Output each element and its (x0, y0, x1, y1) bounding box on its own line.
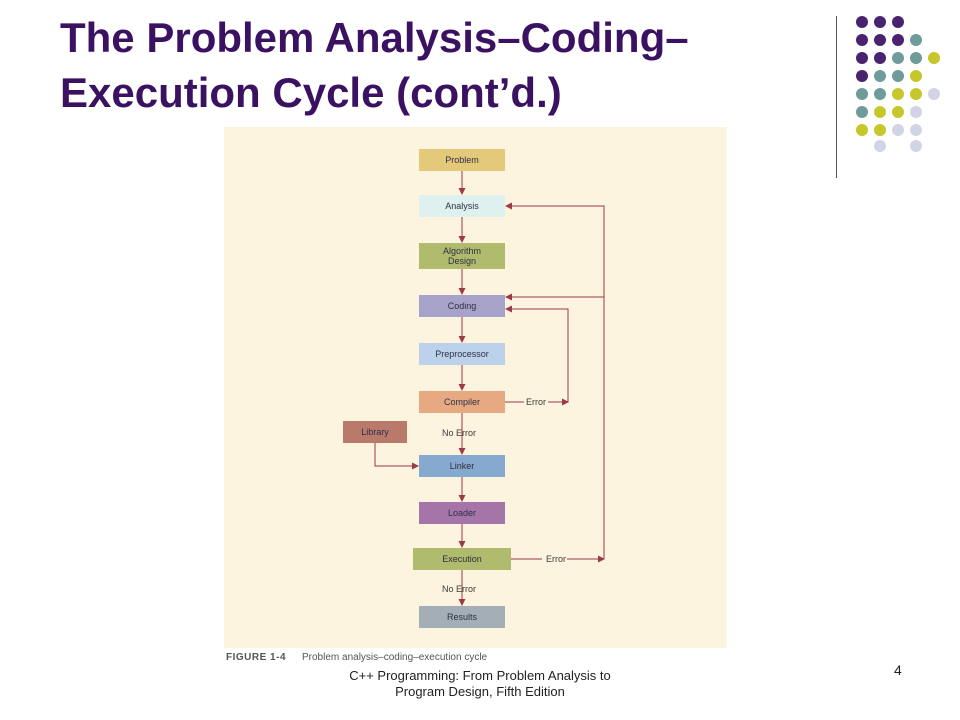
decor-dot (892, 88, 904, 100)
decor-dot (856, 70, 868, 82)
flow-node-label: Coding (448, 301, 477, 311)
decor-dot (874, 34, 886, 46)
decor-dot (910, 70, 922, 82)
flow-node-library (343, 421, 407, 443)
decor-dot (874, 52, 886, 64)
figure-caption-bar: FIGURE 1-4 Problem analysis–coding–execu… (224, 648, 727, 674)
decor-dot (910, 88, 922, 100)
figure-label: FIGURE 1-4 (226, 652, 287, 663)
decor-dot (874, 140, 886, 152)
flow-node-analysis (419, 195, 505, 217)
decor-dot (874, 124, 886, 136)
decor-dot (892, 34, 904, 46)
decor-dot (892, 52, 904, 64)
flow-node-label: Compiler (444, 397, 480, 407)
flow-node-label: Analysis (445, 201, 479, 211)
decor-dot (928, 88, 940, 100)
decor-dot (892, 106, 904, 118)
decor-dot (892, 16, 904, 28)
decor-dot (856, 88, 868, 100)
decor-dot (856, 124, 868, 136)
title-divider-line (836, 16, 837, 178)
decor-dot (874, 16, 886, 28)
flow-node-label: Preprocessor (435, 349, 489, 359)
page-number: 4 (894, 662, 902, 678)
flow-node-loader (419, 502, 505, 524)
flow-edge-compiler-loop-coding (505, 305, 569, 402)
decor-dot (874, 70, 886, 82)
flowchart-diagram: ProblemAnalysisAlgorithmDesignCodingPrep… (343, 149, 605, 628)
flow-node-linker (419, 455, 505, 477)
decor-dot (910, 140, 922, 152)
flow-node-label: Linker (450, 461, 475, 471)
decor-dot (892, 124, 904, 136)
flow-node-label: Results (447, 612, 478, 622)
decor-dot (910, 52, 922, 64)
decor-dot (856, 16, 868, 28)
edge-label-execution-error: Error (546, 554, 566, 564)
flow-edge-library-linker (374, 443, 419, 470)
flow-node-execution (413, 548, 511, 570)
decor-dot (856, 106, 868, 118)
decor-dot (892, 70, 904, 82)
flow-node-label: Design (448, 256, 476, 266)
footer-line-2: Program Design, Fifth Edition (395, 684, 565, 699)
flow-edge-execution-loop-analysis (505, 202, 605, 559)
decor-dot (910, 34, 922, 46)
flow-node-label: Problem (445, 155, 479, 165)
flow-node-algorithm (419, 243, 505, 269)
slide-footer: C++ Programming: From Problem Analysis t… (280, 668, 680, 700)
decor-dot (928, 52, 940, 64)
flow-node-label: Loader (448, 508, 476, 518)
flow-node-results (419, 606, 505, 628)
decor-dot (874, 106, 886, 118)
decor-dot (874, 88, 886, 100)
edge-label-compiler-no-error: No Error (442, 428, 476, 438)
flow-node-label: Library (361, 427, 389, 437)
figure-caption: Problem analysis–coding–execution cycle (302, 652, 488, 663)
flow-node-problem (419, 149, 505, 171)
edge-label-compiler-error: Error (526, 397, 546, 407)
decor-dot (910, 106, 922, 118)
flow-node-compiler (419, 391, 505, 413)
decor-dot (856, 52, 868, 64)
slide-title: The Problem Analysis–Coding–Execution Cy… (60, 14, 689, 116)
flow-node-label: Algorithm (443, 246, 481, 256)
flow-node-preprocessor (419, 343, 505, 365)
decorative-dot-grid (856, 16, 940, 152)
decor-dot (910, 124, 922, 136)
edge-label-execution-no-error: No Error (442, 584, 476, 594)
flow-node-coding (419, 295, 505, 317)
footer-line-1: C++ Programming: From Problem Analysis t… (349, 668, 611, 683)
decor-dot (856, 34, 868, 46)
flow-node-label: Execution (442, 554, 482, 564)
